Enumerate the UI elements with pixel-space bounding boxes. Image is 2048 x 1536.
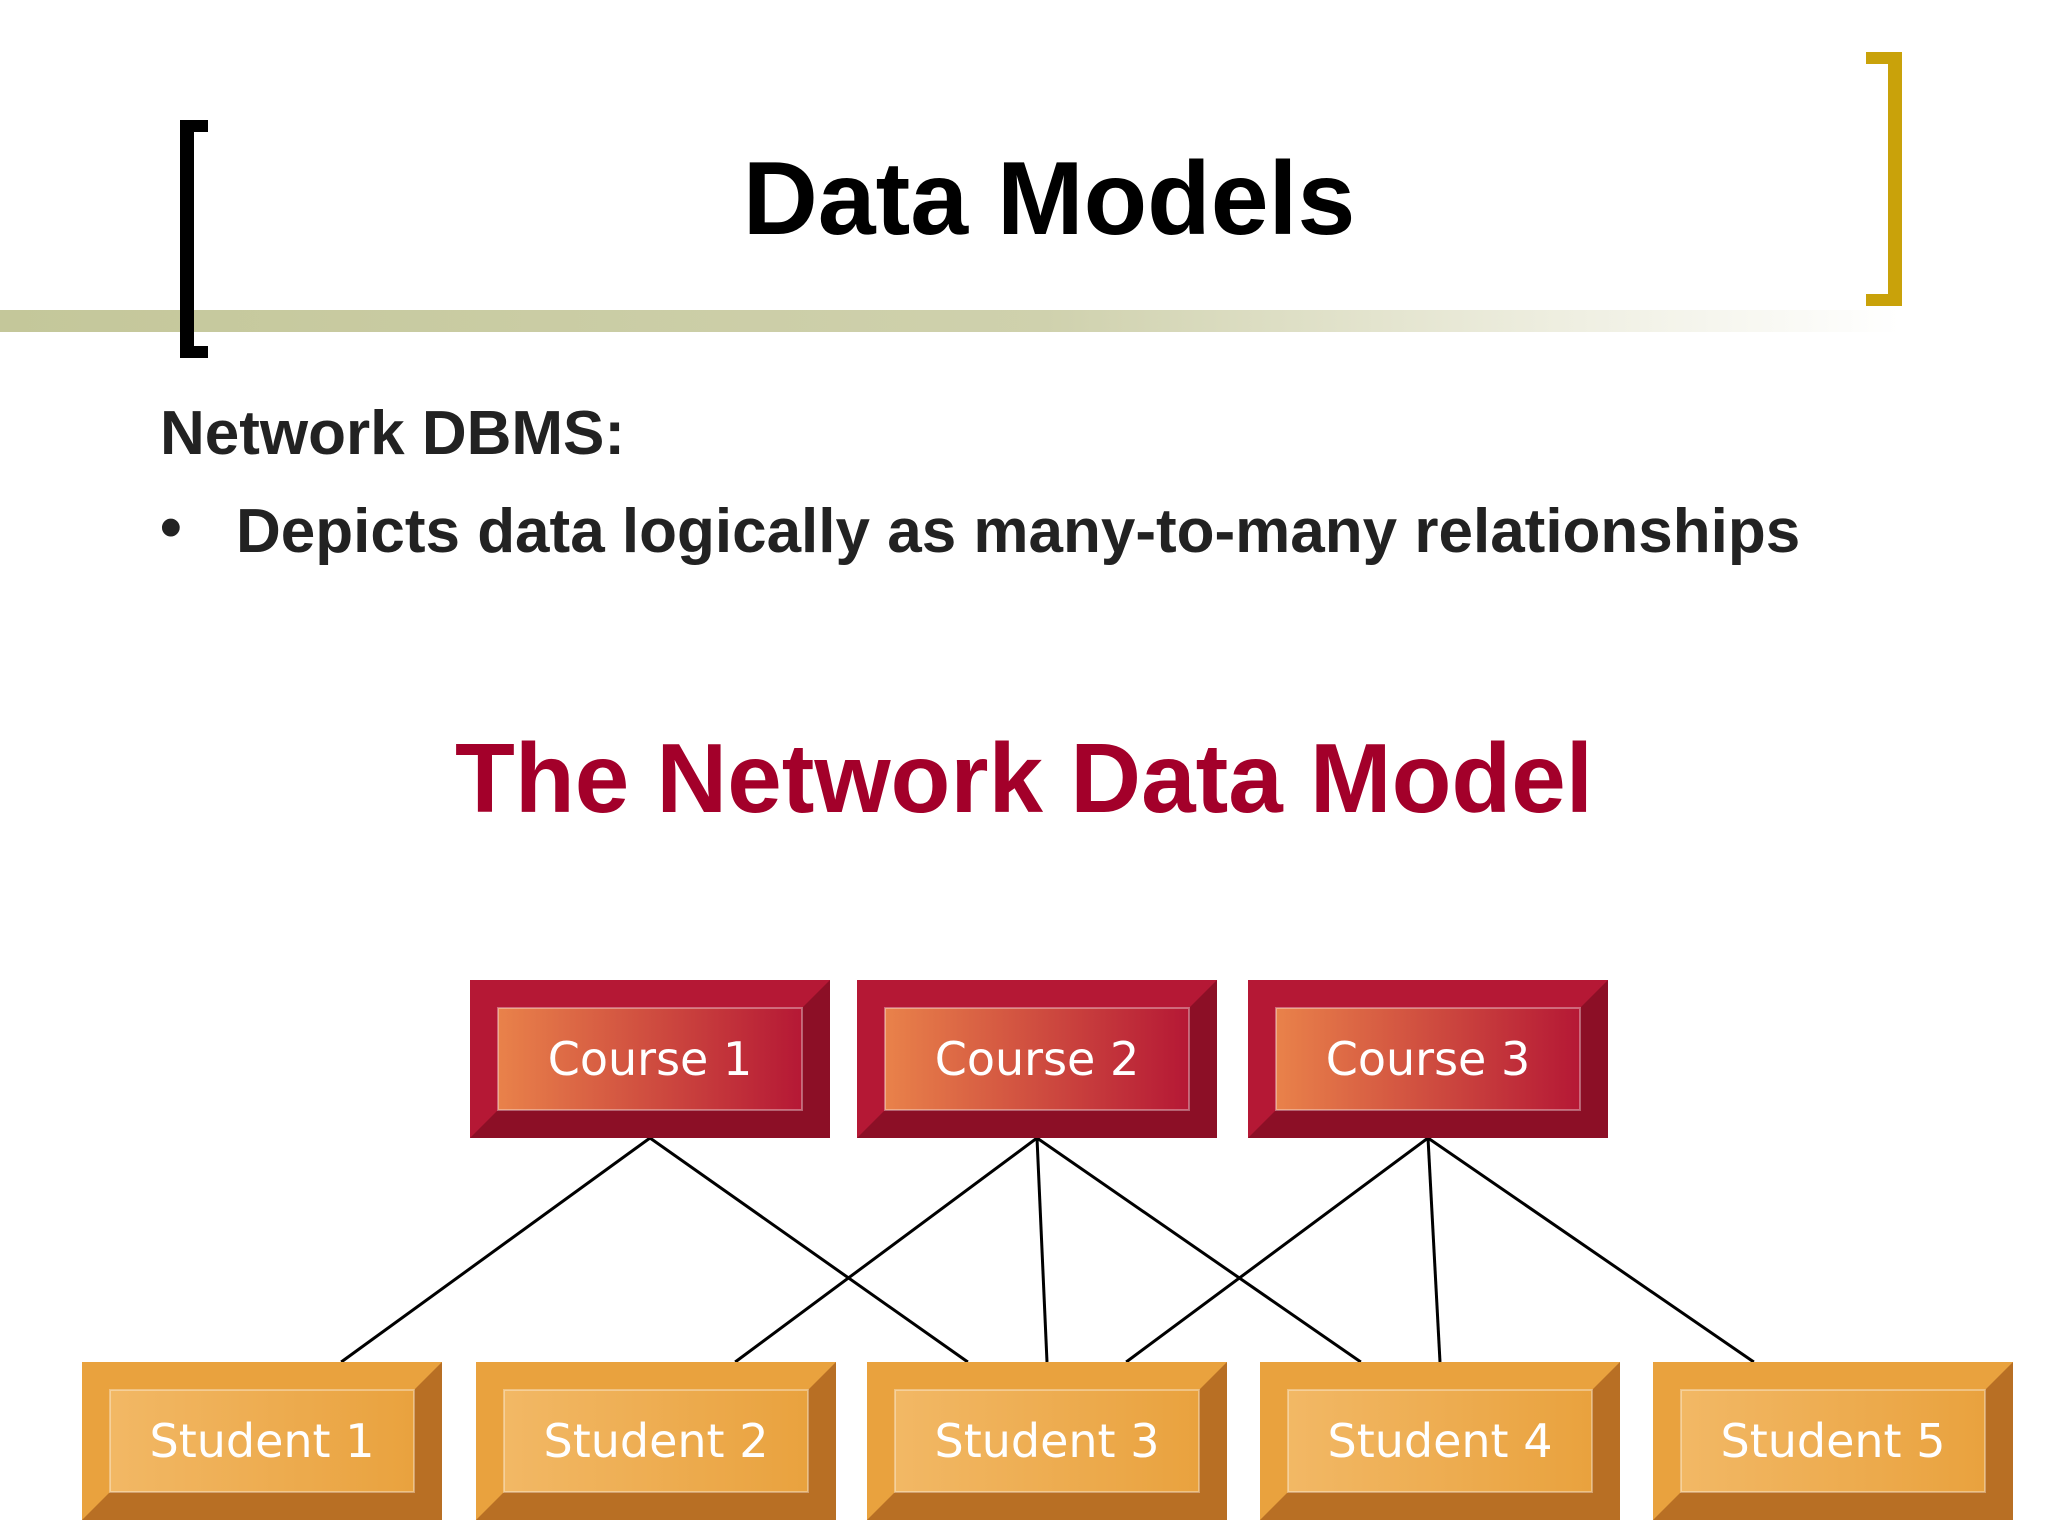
student-box-2: Student 2	[476, 1362, 836, 1520]
bullet-marker: •	[160, 493, 182, 562]
link-course-1-student-3	[649, 1136, 969, 1364]
course-box-1: Course 1	[470, 980, 830, 1138]
diagram-title: The Network Data Model	[454, 723, 1594, 833]
student-box-1-label: Student 1	[150, 1414, 375, 1468]
course-box-3: Course 3	[1248, 980, 1608, 1138]
student-box-5-label: Student 5	[1721, 1414, 1946, 1468]
course-box-2-label: Course 2	[935, 1032, 1139, 1086]
link-course-1-student-1	[340, 1136, 651, 1364]
course-box-2: Course 2	[857, 980, 1217, 1138]
subheading: Network DBMS:	[160, 399, 626, 468]
link-course-2-student-3	[1035, 1137, 1049, 1363]
student-box-1: Student 1	[82, 1362, 442, 1520]
left-bracket-decoration	[180, 120, 208, 358]
course-box-3-label: Course 3	[1326, 1032, 1530, 1086]
student-box-4: Student 4	[1260, 1362, 1620, 1520]
student-box-4-label: Student 4	[1328, 1414, 1553, 1468]
bullet-text: Depicts data logically as many-to-many r…	[236, 497, 1801, 566]
slide-title: Data Models	[742, 141, 1356, 257]
link-course-3-student-4	[1426, 1137, 1442, 1363]
link-course-3-student-3	[1125, 1136, 1429, 1364]
student-box-5: Student 5	[1653, 1362, 2013, 1520]
student-box-3-label: Student 3	[935, 1414, 1160, 1468]
student-box-3: Student 3	[867, 1362, 1227, 1520]
course-box-1-label: Course 1	[548, 1032, 752, 1086]
right-bracket-decoration	[1866, 52, 1902, 306]
header-divider-bar	[0, 310, 1900, 332]
link-course-3-student-5	[1427, 1136, 1755, 1364]
link-course-2-student-4	[1036, 1136, 1362, 1364]
student-box-2-label: Student 2	[544, 1414, 769, 1468]
link-course-2-student-2	[734, 1136, 1038, 1364]
